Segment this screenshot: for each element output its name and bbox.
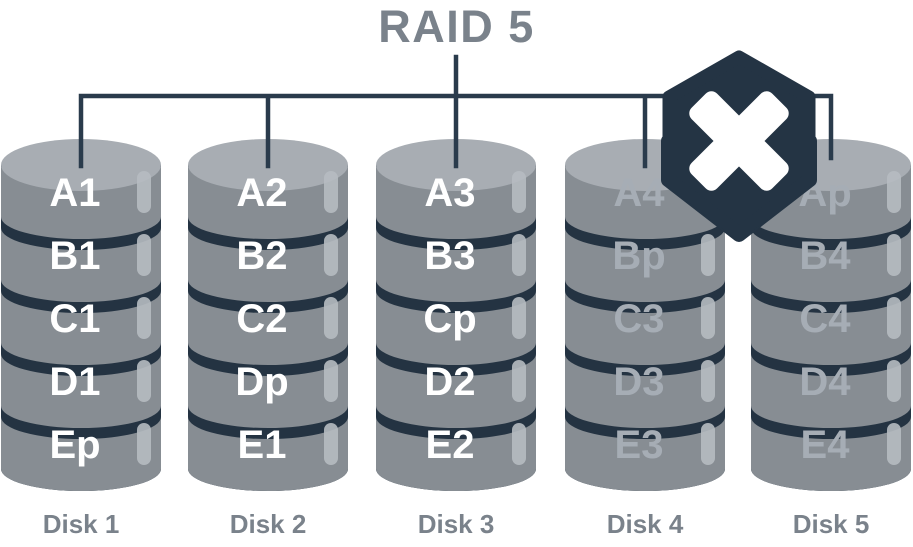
disk-cylinder-icon: Ap B4 C4 D4 E4 — [751, 139, 911, 491]
segment-label: Ep — [49, 423, 100, 467]
segment-label: B2 — [236, 234, 287, 278]
disk-cylinder-icon: A3 B3 Cp D2 E2 — [376, 139, 536, 491]
disk-4-stack: A4 Bp C3 D3 E3 — [565, 139, 725, 496]
segment-label: Cp — [423, 297, 476, 341]
segment-label: D3 — [613, 360, 664, 404]
disk-cylinder-icon: A4 Bp C3 D3 E3 — [565, 139, 725, 491]
segment-label: A3 — [424, 171, 475, 215]
disk-1-stack: A1 B1 C1 D1 Ep — [1, 139, 161, 496]
segment-label: B1 — [49, 234, 100, 278]
segment-label: E3 — [615, 423, 664, 467]
segment-label: D2 — [424, 360, 475, 404]
disk-2-label: Disk 2 — [229, 509, 307, 539]
segment-label: A2 — [236, 171, 287, 215]
segment-label: A1 — [49, 171, 100, 215]
segment-label: C3 — [613, 297, 664, 341]
disk-1-label: Disk 1 — [42, 509, 120, 539]
disk-3-stack: A3 B3 Cp D2 E2 — [376, 139, 536, 496]
segment-label: D1 — [49, 360, 100, 404]
segment-label: E4 — [801, 423, 851, 467]
disk-cylinder-icon: A1 B1 C1 D1 Ep — [1, 139, 161, 491]
x-cross-icon — [689, 91, 789, 191]
disk-5-label: Disk 5 — [792, 509, 870, 539]
segment-label: D4 — [799, 360, 851, 404]
diagram-title: RAID 5 — [378, 1, 535, 52]
segment-label: C2 — [236, 297, 287, 341]
segment-label: C4 — [799, 297, 851, 341]
segment-label: E1 — [238, 423, 287, 467]
segment-label: C1 — [49, 297, 100, 341]
segment-label: Bp — [612, 234, 665, 278]
segment-label: Dp — [235, 360, 288, 404]
segment-label: E2 — [426, 423, 475, 467]
segment-label: A4 — [613, 171, 665, 215]
disk-3-label: Disk 3 — [417, 509, 495, 539]
segment-label: B4 — [799, 234, 851, 278]
disk-failure-badge — [661, 50, 817, 242]
disk-4-label: Disk 4 — [606, 509, 684, 539]
disk-5-stack: Ap B4 C4 D4 E4 — [751, 139, 911, 496]
disk-cylinder-icon: A2 B2 C2 Dp E1 — [188, 139, 348, 491]
disk-2-stack: A2 B2 C2 Dp E1 — [188, 139, 348, 496]
segment-label: B3 — [424, 234, 475, 278]
